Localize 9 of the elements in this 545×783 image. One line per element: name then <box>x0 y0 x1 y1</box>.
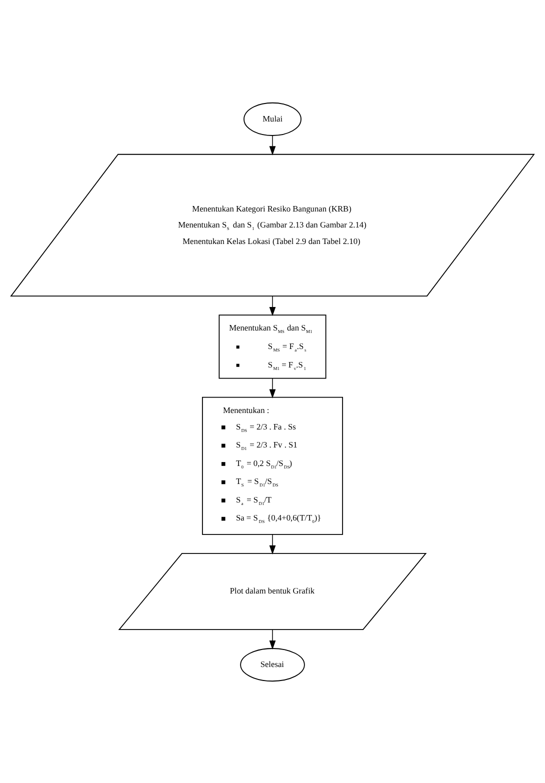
arrow <box>269 377 276 398</box>
arrow <box>269 134 276 155</box>
arrow <box>269 628 276 650</box>
arrow <box>269 534 276 554</box>
node-box: Menentukan S$_{MS}$ dan S$_{M1}$ S$_{MS}$ = F$_{a}$.S$_{s}$ S$_{M1}$ = F$_{v}$.S$_{1}$ <box>218 314 326 378</box>
node-ellipse: Mulai <box>244 102 302 136</box>
node-ellipse: Selesai <box>240 648 305 682</box>
node-box: Menentukan : S$_{DS}$ = 2/3 . Fa . Ss S$_{D1}$ = 2/3 . Fv . S1 T$_{0}$ = 0,2 S$_{D1}$/S$_{DS}$) T$_{S}$ = S$_{D1}$/S$_{DS}$ S$_{a}$ = S$_{D1}$/T Sa = S$_{DS}$ {0,4+0,6(T/T$_{0}$)} <box>202 396 344 534</box>
arrow <box>269 295 276 316</box>
